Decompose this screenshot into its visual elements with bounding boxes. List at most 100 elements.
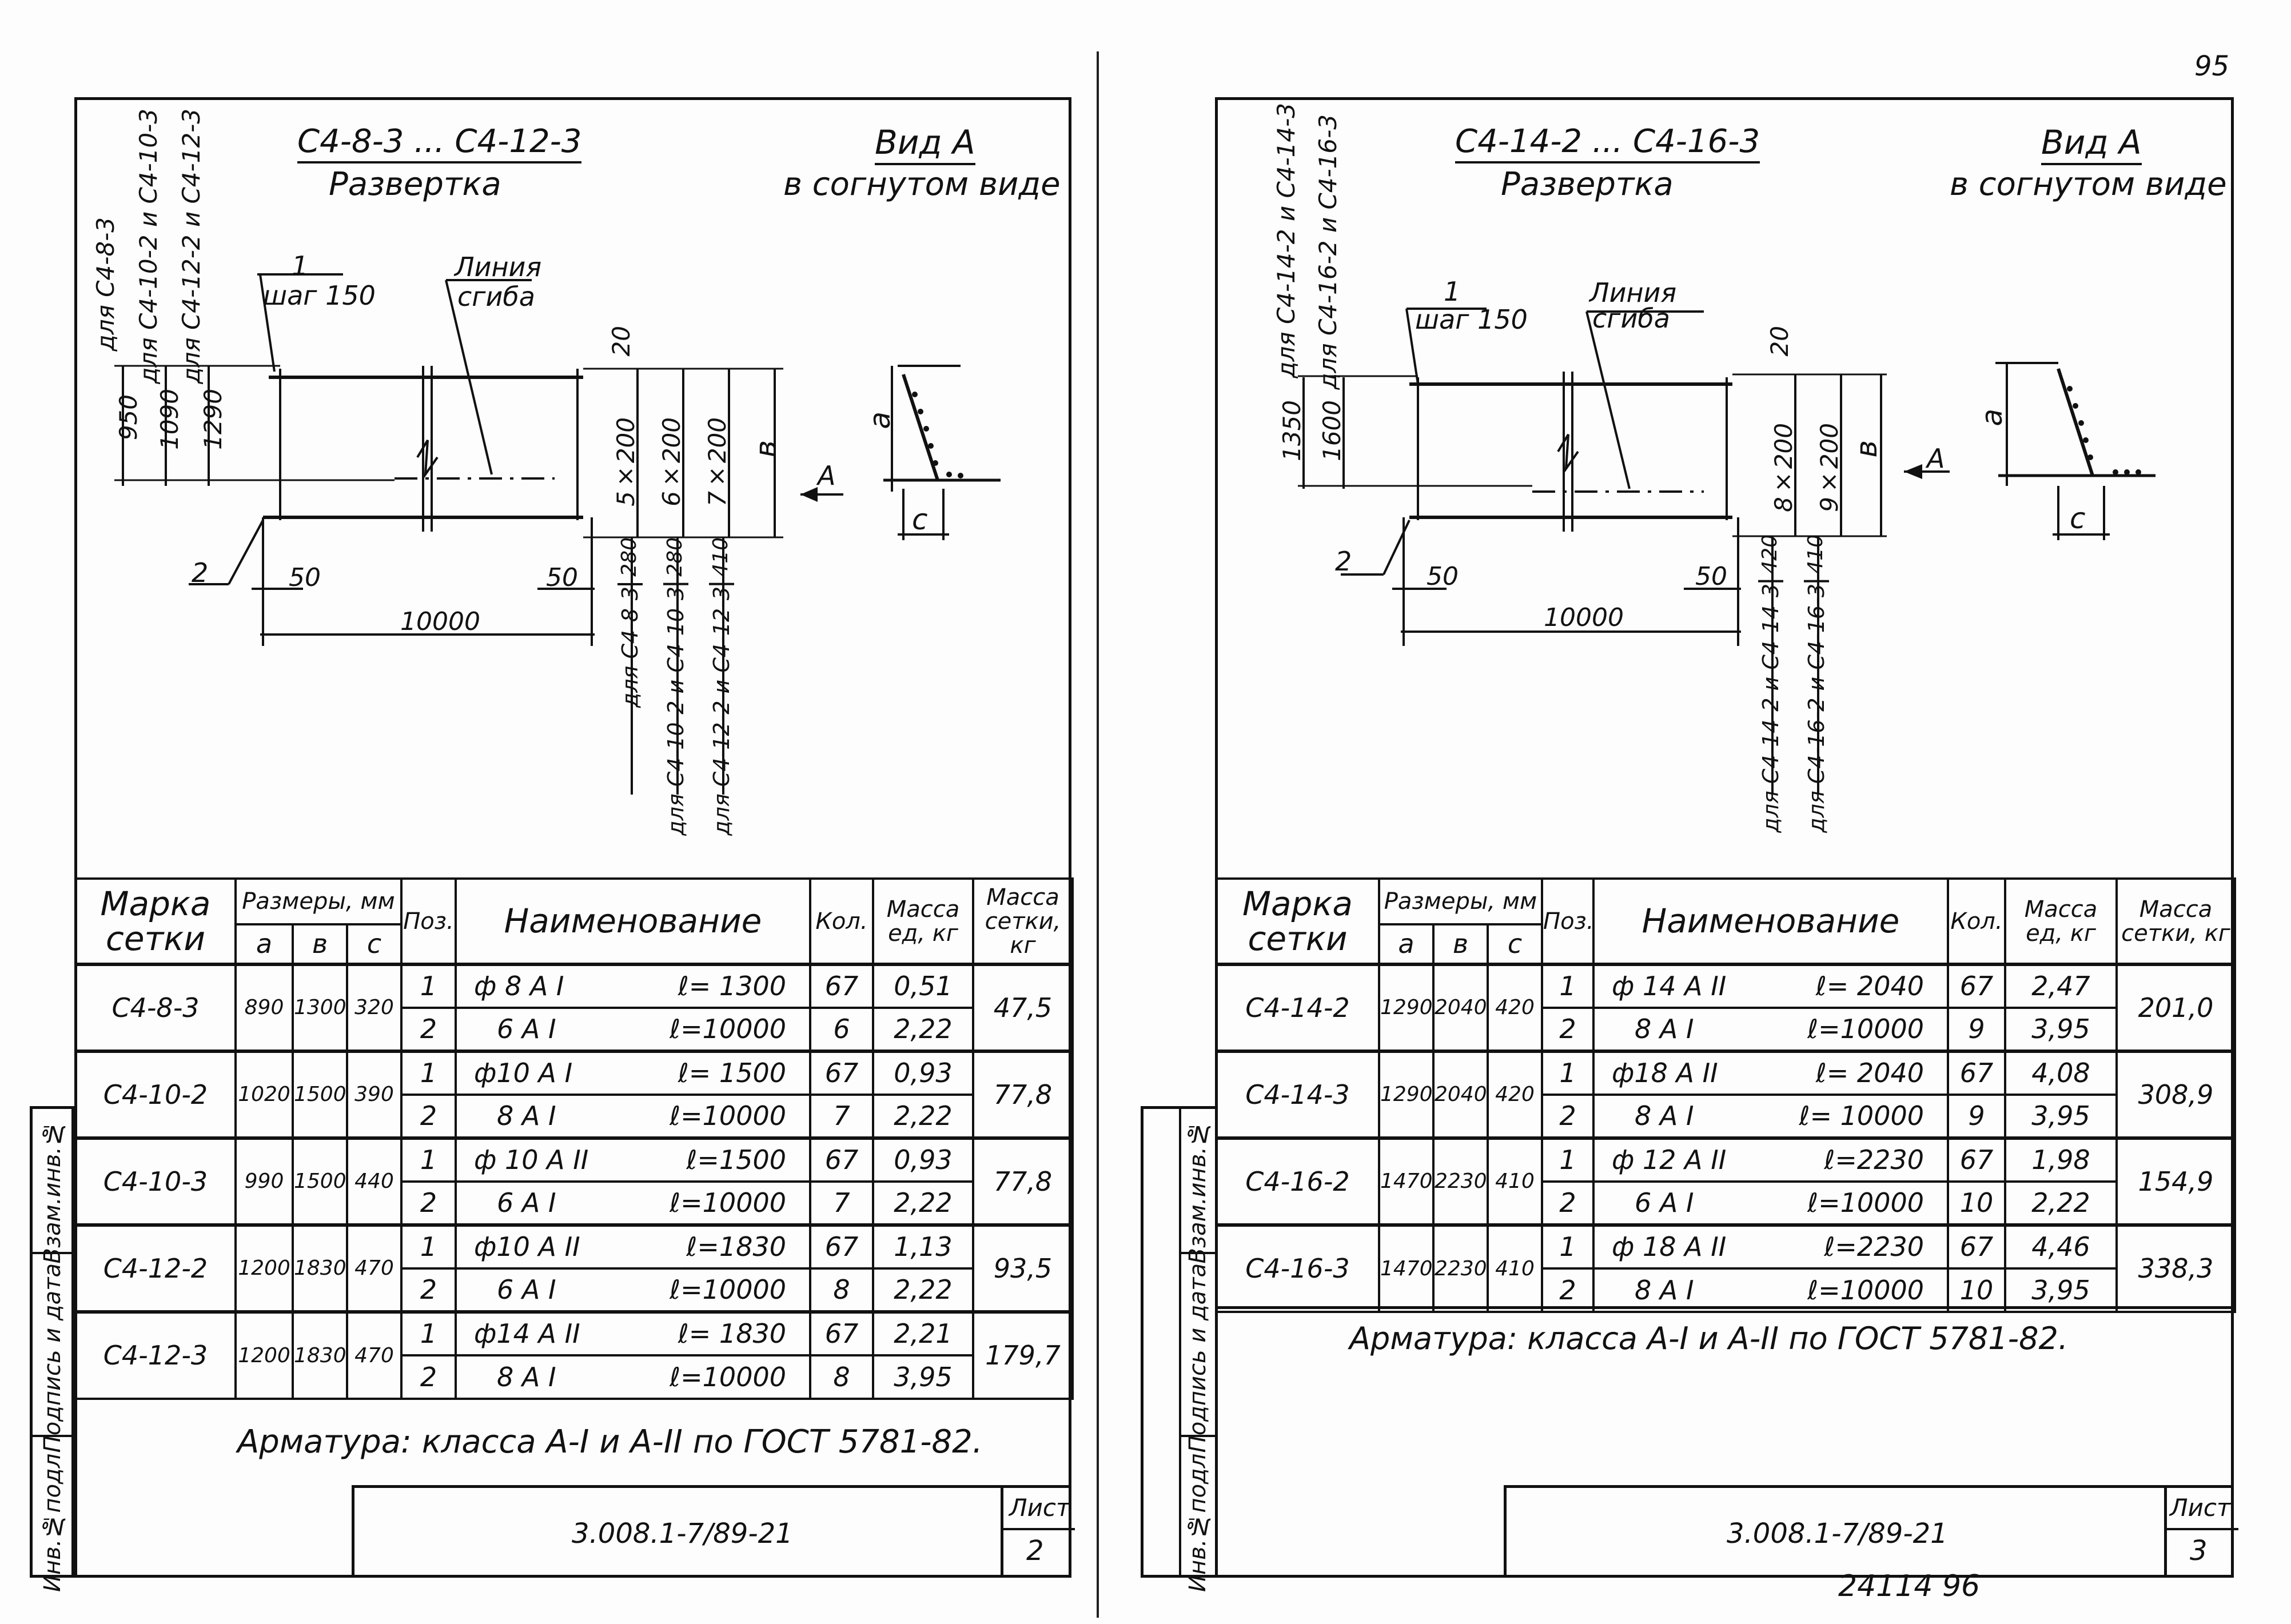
- right-h-qty: Кол.: [1947, 877, 2006, 965]
- row-mark: С4-8-3: [74, 963, 237, 1052]
- row-qty: 7: [809, 1180, 874, 1226]
- row-total: 47,5: [972, 963, 1074, 1052]
- right-dim-bottom-value-2: 410: [1804, 534, 1827, 574]
- row-a: 1200: [234, 1310, 294, 1400]
- row-mark: С4-14-3: [1215, 1050, 1380, 1139]
- right-dim-bottom-label-1: для С4-14-2 и С4-14-3: [1758, 580, 1783, 833]
- left-stamp-sheet-no: 2: [1026, 1535, 1044, 1567]
- row-pos: 2: [400, 1180, 457, 1226]
- right-dim-bottom-value-1: 420: [1758, 534, 1782, 574]
- right-view-subtitle: в согнутом виде: [1950, 166, 2227, 203]
- left-h-c: с: [346, 923, 403, 965]
- left-dim-50-right: 50: [546, 563, 578, 592]
- left-h-name: Наименование: [455, 877, 811, 965]
- row-qty: 8: [809, 1267, 874, 1313]
- right-dim-20: 20: [1766, 326, 1794, 357]
- left-margin-strip: Взам.инв.№ Подпись и дата Инв.№подл.: [30, 1106, 74, 1592]
- left-stamp-sheet-label: Лист: [1009, 1494, 1070, 1522]
- left-h-sizes: Размеры, мм: [234, 877, 403, 925]
- row-qty: 67: [1947, 963, 2006, 1009]
- row-mark: С4-10-3: [74, 1136, 237, 1226]
- row-b: 2230: [1432, 1136, 1489, 1226]
- row-a: 890: [234, 963, 294, 1052]
- left-dim-50-left: 50: [289, 563, 321, 592]
- row-pos: 1: [1541, 1050, 1595, 1096]
- row-pos: 1: [1541, 963, 1595, 1009]
- right-note: Арматура: класса А-I и А-II по ГОСТ 5781…: [1349, 1320, 2069, 1356]
- row-c: 390: [346, 1050, 403, 1139]
- left-h-mass-unit: Масса ед, кг: [872, 877, 974, 965]
- page-number-top: 95: [2194, 50, 2230, 82]
- right-dim-b: в: [1850, 440, 1884, 458]
- row-c: 470: [346, 1310, 403, 1400]
- row-b: 2230: [1432, 1223, 1489, 1313]
- right-dim-top-value-2: 1600: [1318, 400, 1346, 461]
- right-dim-right-2: 9×200: [1815, 423, 1843, 512]
- row-mass: 3,95: [872, 1354, 974, 1400]
- left-stamp-code: 3.008.1-7/89-21: [572, 1518, 793, 1550]
- row-b: 1300: [292, 963, 348, 1052]
- row-b: 1500: [292, 1136, 348, 1226]
- right-table-bottom-rule: [1215, 1306, 2234, 1309]
- row-pos: 1: [400, 963, 457, 1009]
- left-h-pos: Поз.: [400, 877, 457, 965]
- row-mark: С4-10-2: [74, 1050, 237, 1139]
- left-arrow-label: А: [818, 460, 836, 491]
- left-dim-length: 10000: [400, 607, 480, 636]
- row-qty: 67: [1947, 1050, 2006, 1096]
- row-mass: 3,95: [2004, 1094, 2118, 1139]
- row-mass: 1,98: [2004, 1136, 2118, 1183]
- left-h-qty: Кол.: [809, 877, 874, 965]
- right-h-mass-total: Масса сетки, кг: [2115, 877, 2236, 965]
- row-c: 440: [346, 1136, 403, 1226]
- right-dim-50-right: 50: [1695, 562, 1727, 591]
- right-stamp-sheet-label: Лист: [2170, 1494, 2231, 1522]
- row-mass: 4,46: [2004, 1223, 2118, 1270]
- right-view-a-label: а: [1975, 409, 2009, 426]
- row-mass: 4,08: [2004, 1050, 2118, 1096]
- row-pos: 2: [1541, 1180, 1595, 1226]
- row-pos: 2: [400, 1007, 457, 1052]
- row-b: 2040: [1432, 1050, 1489, 1139]
- row-qty: 6: [809, 1007, 874, 1052]
- left-h-mass-total: Масса сетки, кг: [972, 877, 1074, 965]
- right-h-b: в: [1432, 923, 1489, 965]
- row-mass: 2,22: [872, 1267, 974, 1313]
- row-total: 338,3: [2115, 1223, 2236, 1313]
- row-pos: 2: [1541, 1267, 1595, 1313]
- left-h-b: в: [292, 923, 348, 965]
- row-qty: 67: [809, 1136, 874, 1183]
- row-mark: С4-16-3: [1215, 1223, 1380, 1313]
- row-qty: 10: [1947, 1267, 2006, 1313]
- row-b: 1830: [292, 1310, 348, 1400]
- left-title-block: 3.008.1-7/89-21 Лист 2: [352, 1485, 1075, 1578]
- row-qty: 7: [809, 1094, 874, 1139]
- left-view-subtitle: в согнутом виде: [783, 166, 1061, 203]
- row-total: 77,8: [972, 1050, 1074, 1139]
- left-view-title: Вид А: [875, 123, 975, 165]
- row-a: 1020: [234, 1050, 294, 1139]
- right-dim-length: 10000: [1544, 603, 1624, 632]
- row-total: 179,7: [972, 1310, 1074, 1400]
- right-h-mass-unit: Масса ед, кг: [2004, 877, 2118, 965]
- row-qty: 67: [809, 1223, 874, 1270]
